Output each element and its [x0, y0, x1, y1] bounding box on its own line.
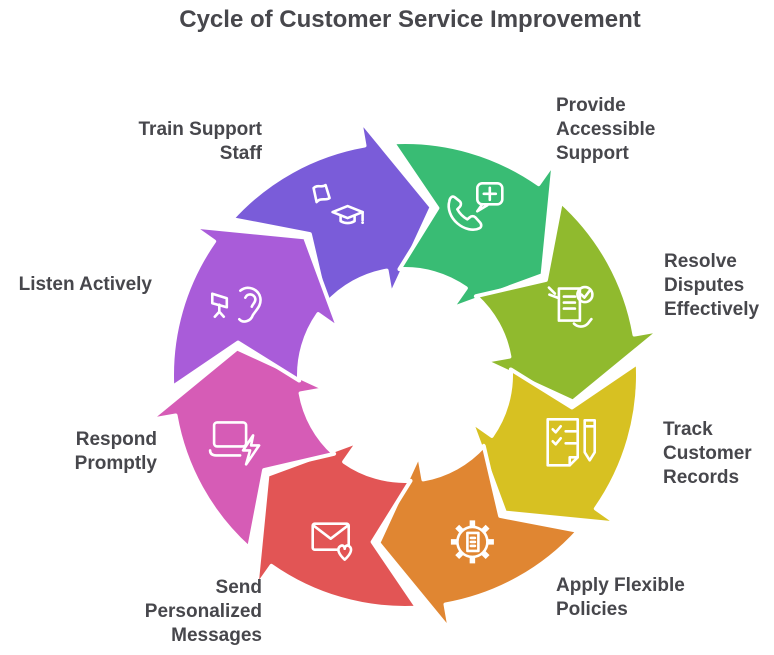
envelope-heart-icon	[311, 522, 353, 562]
checklist-pen-icon	[546, 417, 597, 467]
laptop-lightning-icon	[208, 421, 261, 466]
segment-arrow	[147, 346, 337, 551]
phone-support-icon	[447, 182, 504, 231]
segment-provide-accessible-support	[390, 140, 556, 311]
gear-document-icon	[450, 520, 494, 564]
segment-send-personalized-messages	[254, 439, 420, 610]
segment-train-support-staff	[229, 117, 434, 307]
ear-listening-icon	[211, 286, 262, 323]
segment-resolve-disputes-effectively	[473, 199, 663, 404]
document-check-icon	[547, 285, 594, 328]
segment-track-customer-records	[469, 360, 640, 526]
segment-arrow	[170, 224, 341, 390]
segment-apply-flexible-policies	[376, 443, 581, 633]
segment-respond-promptly	[147, 346, 337, 551]
segment-arrow	[390, 140, 556, 311]
page-title: Cycle of Customer Service Improvement	[179, 6, 641, 33]
graduation-cap-flag-icon	[312, 183, 364, 225]
segment-listen-actively	[170, 224, 341, 390]
